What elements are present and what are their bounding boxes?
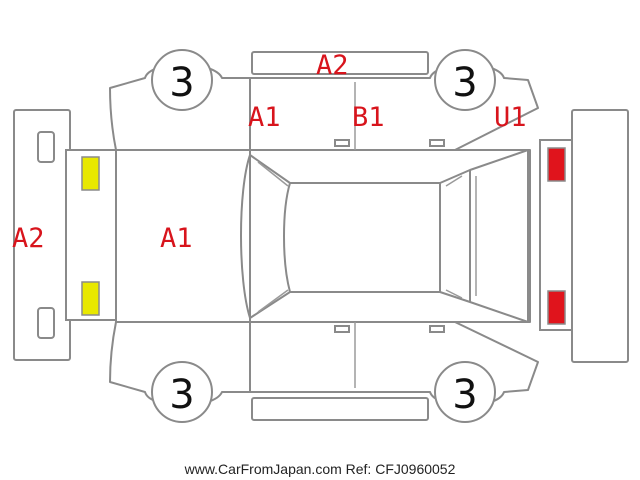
- damage-code-left-front-door: A1: [248, 102, 281, 133]
- rear-lamp-lower: [547, 290, 566, 325]
- wheel-rear-right: 3: [434, 361, 496, 423]
- front-section: [65, 149, 117, 321]
- rear-lamp-upper: [547, 147, 566, 182]
- tire-grade-front-right: 3: [169, 372, 194, 418]
- damage-code-rear-quarter-left: U1: [494, 102, 527, 133]
- damage-code-left-rear-door: B1: [352, 102, 385, 133]
- cabin-top-view: [240, 149, 531, 323]
- tire-grade-rear-left: 3: [452, 60, 477, 106]
- damage-code-roof-left-edge: A2: [316, 50, 349, 81]
- watermark-text: www.CarFromJapan.com Ref: CFJ0960052: [184, 461, 456, 477]
- wheel-rear-left: 3: [434, 49, 496, 111]
- front-lamp-right: [81, 281, 100, 316]
- damage-code-front-bumper: A2: [12, 223, 45, 254]
- wheel-front-right: 3: [151, 361, 213, 423]
- tire-grade-front-left: 3: [169, 60, 194, 106]
- tire-grade-rear-right: 3: [452, 372, 477, 418]
- rear-bumper: [539, 109, 629, 363]
- front-lamp-left: [81, 156, 100, 191]
- damage-code-hood: A1: [160, 223, 193, 254]
- wheel-front-left: 3: [151, 49, 213, 111]
